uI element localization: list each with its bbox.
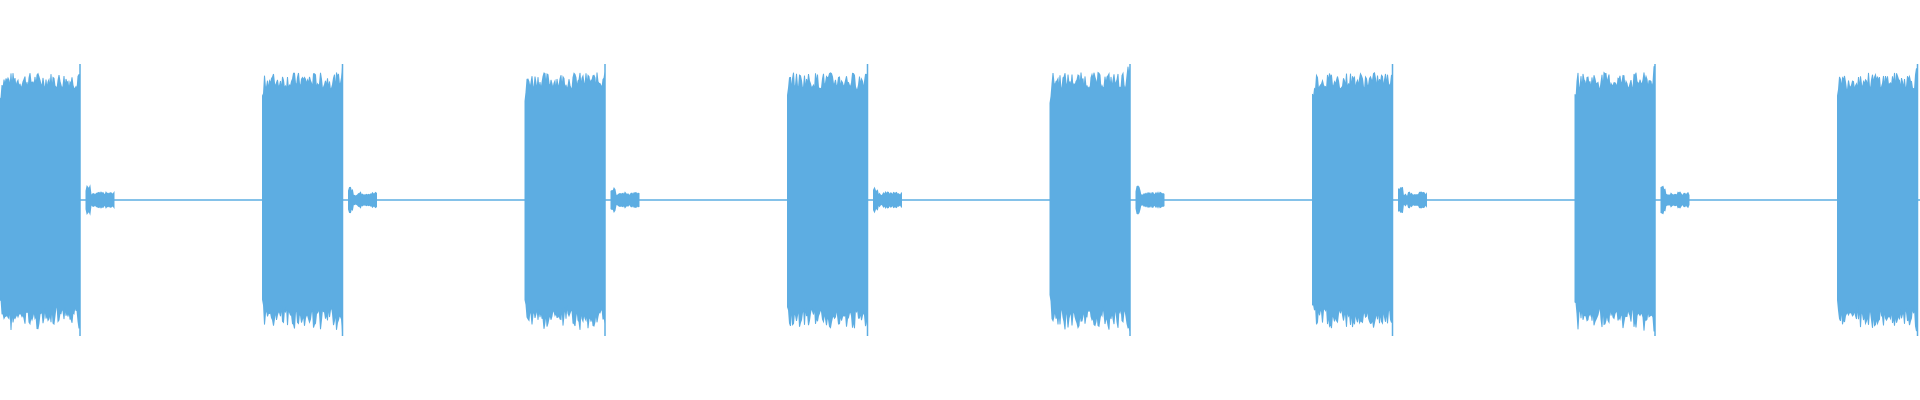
waveform-burst xyxy=(0,72,81,331)
waveform-burst xyxy=(262,66,343,333)
waveform-burst xyxy=(1837,68,1918,332)
waveform-burst xyxy=(1312,71,1393,329)
waveform-echo-tail xyxy=(1135,185,1165,215)
waveform-echo-tail xyxy=(348,186,377,214)
waveform-echo-tail xyxy=(1398,186,1427,214)
waveform-echo-tail xyxy=(85,184,115,216)
waveform-echo-tail xyxy=(1660,185,1690,215)
waveform-burst xyxy=(787,72,868,329)
waveform-echo-tail xyxy=(873,186,902,214)
waveform-burst xyxy=(1049,66,1131,333)
waveform-echo-tail xyxy=(610,186,640,214)
waveform-burst xyxy=(1574,65,1656,332)
waveform-burst xyxy=(524,71,606,330)
